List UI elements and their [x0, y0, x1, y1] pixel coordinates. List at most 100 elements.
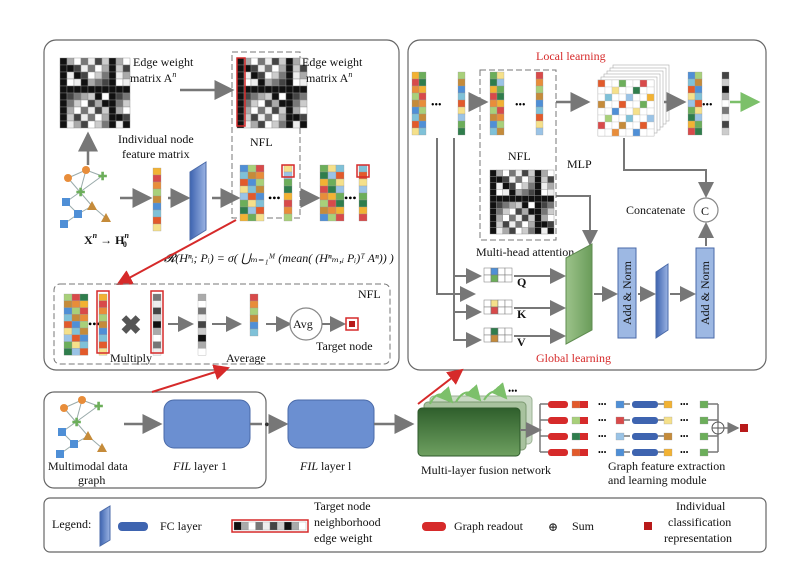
- v-label: V: [517, 335, 526, 349]
- local-learning-label: Local learning: [536, 49, 606, 63]
- svg-text:•••: •••: [598, 448, 607, 457]
- feature-column-b: [283, 164, 293, 222]
- feature-matrix-block-b: [319, 164, 345, 222]
- svg-text:•••: •••: [598, 432, 607, 441]
- legend-sum-label: Sum: [572, 519, 595, 533]
- feature-column-e: [152, 293, 162, 356]
- add-norm-block-2: [695, 247, 715, 339]
- svg-text:✚: ✚: [72, 417, 81, 429]
- fil-layer-l[interactable]: [287, 399, 375, 449]
- node-feature-label-2: feature matrix: [122, 147, 190, 161]
- feature-column-r5: [687, 71, 703, 136]
- layer-ellipsis: •••: [264, 417, 281, 434]
- multiply-label: Multiply: [110, 351, 152, 365]
- attention-block: [565, 243, 593, 345]
- feature-column-r2: [457, 71, 466, 136]
- fusion-network-block: [417, 407, 521, 457]
- global-learning-label: Global learning: [536, 351, 611, 365]
- nfl-box-right: [479, 69, 557, 241]
- nfl-formula: 𝓡(Hⁿᵢ; Pᵢ) = σ( ⋃ₘ₌₁ᴹ (mean( (Hⁿₘ,ᵢ Pᵢ)ᵀ…: [164, 251, 394, 265]
- svg-text:•••: •••: [680, 400, 689, 409]
- feature-column-r4: [535, 71, 544, 136]
- feature-column-d: [98, 293, 108, 356]
- legend-readout-icon: [422, 522, 446, 531]
- legend-edge-weight-strip: [233, 521, 307, 531]
- legend-title: Legend:: [52, 517, 91, 531]
- legend-fc-icon: [99, 505, 111, 547]
- graph-feature-module: ••••••••••••••••••••••••: [539, 400, 748, 457]
- graph-icon-bottom: ✚✚: [56, 396, 107, 458]
- fil-layer-l-label: FIL layer l: [299, 459, 352, 473]
- edge-weight-matrix-1: [59, 57, 131, 129]
- target-node-box: [345, 317, 359, 331]
- add-norm-label-1: Add & Norm: [620, 260, 634, 325]
- ellipsis-b: •••: [344, 191, 357, 205]
- concatenate-label: Concatenate: [626, 203, 685, 217]
- multiply-icon: ✖: [120, 311, 142, 340]
- graph-label-2: graph: [78, 473, 105, 487]
- legend-edge-label-1: Target node: [314, 499, 371, 513]
- feature-column-r6: [721, 71, 730, 136]
- feature-column-c: [358, 164, 368, 222]
- edge-weight-matrix-2: [236, 57, 308, 129]
- svg-text:•••: •••: [598, 416, 607, 425]
- module-label-2: and learning module: [608, 473, 707, 487]
- module-label-1: Graph feature extraction: [608, 459, 725, 473]
- node-feature-label-1: Individual node: [118, 132, 194, 146]
- average-label: Average: [226, 351, 266, 365]
- svg-text:•••: •••: [680, 416, 689, 425]
- nfl-label-right: NFL: [508, 149, 531, 163]
- nfl-box-bottom: [53, 283, 391, 365]
- legend-indiv-label-2: classification: [668, 515, 731, 529]
- legend-sum-icon: ⊕: [548, 520, 558, 534]
- legend-fc-layer-bar: [118, 522, 148, 531]
- k-label: K: [517, 307, 527, 321]
- mlp-block: [597, 64, 670, 137]
- multi-head-label: Multi-head attention: [476, 245, 574, 259]
- q-label: Q: [517, 275, 526, 289]
- mlp-label: MLP: [567, 157, 592, 171]
- edge-weight-label-1: Edge weight: [133, 55, 194, 69]
- feature-matrix-block-a: [239, 164, 265, 222]
- svg-text:✚: ✚: [94, 401, 103, 413]
- feature-column-r3: [489, 71, 505, 136]
- fil-layer-1-label: FIL layer 1: [172, 459, 227, 473]
- fc-layer-top: [189, 161, 207, 241]
- svg-text:✚: ✚: [98, 171, 107, 183]
- avg-label: Avg: [293, 317, 313, 331]
- ellipsis-r3: •••: [702, 100, 713, 111]
- svg-text:•••: •••: [680, 432, 689, 441]
- edge-weight-label-3: Edge weight: [302, 55, 363, 69]
- legend-readout-label: Graph readout: [454, 519, 524, 533]
- add-norm-block-1: [617, 247, 637, 339]
- svg-text:✚: ✚: [76, 187, 85, 199]
- ellipsis-c: •••: [88, 317, 101, 331]
- fil-layer-1[interactable]: [163, 399, 251, 449]
- concat-symbol: C: [701, 204, 709, 218]
- feature-column-f: [197, 293, 207, 356]
- legend-edge-label-2: neighborhood: [314, 515, 381, 529]
- graph-label-1: Multimodal data: [48, 459, 128, 473]
- ellipsis-r2: •••: [515, 100, 526, 111]
- legend-indiv-icon: [644, 522, 652, 530]
- fusion-label: Multi-layer fusion network: [421, 463, 551, 477]
- edge-weight-label-2: matrix An: [130, 70, 176, 85]
- right-panel: [407, 39, 767, 371]
- highlight-column: [236, 57, 246, 127]
- legend-box: [43, 497, 767, 553]
- add-norm-label-2: Add & Norm: [698, 260, 712, 325]
- attention-matrix: [489, 169, 555, 235]
- fusion-ellipsis: •••: [508, 386, 517, 396]
- edge-weight-label-4: matrix An: [306, 70, 352, 85]
- legend-indiv-label-3: representation: [664, 531, 732, 545]
- nfl-label-top: NFL: [250, 135, 273, 149]
- graph-icon-top: ✚✚: [60, 166, 111, 228]
- ellipsis-r1: •••: [431, 100, 442, 111]
- fc-layer-right: [655, 263, 669, 339]
- feature-column-a: [152, 167, 162, 232]
- legend-edge-label-3: edge weight: [314, 531, 373, 545]
- svg-text:•••: •••: [680, 448, 689, 457]
